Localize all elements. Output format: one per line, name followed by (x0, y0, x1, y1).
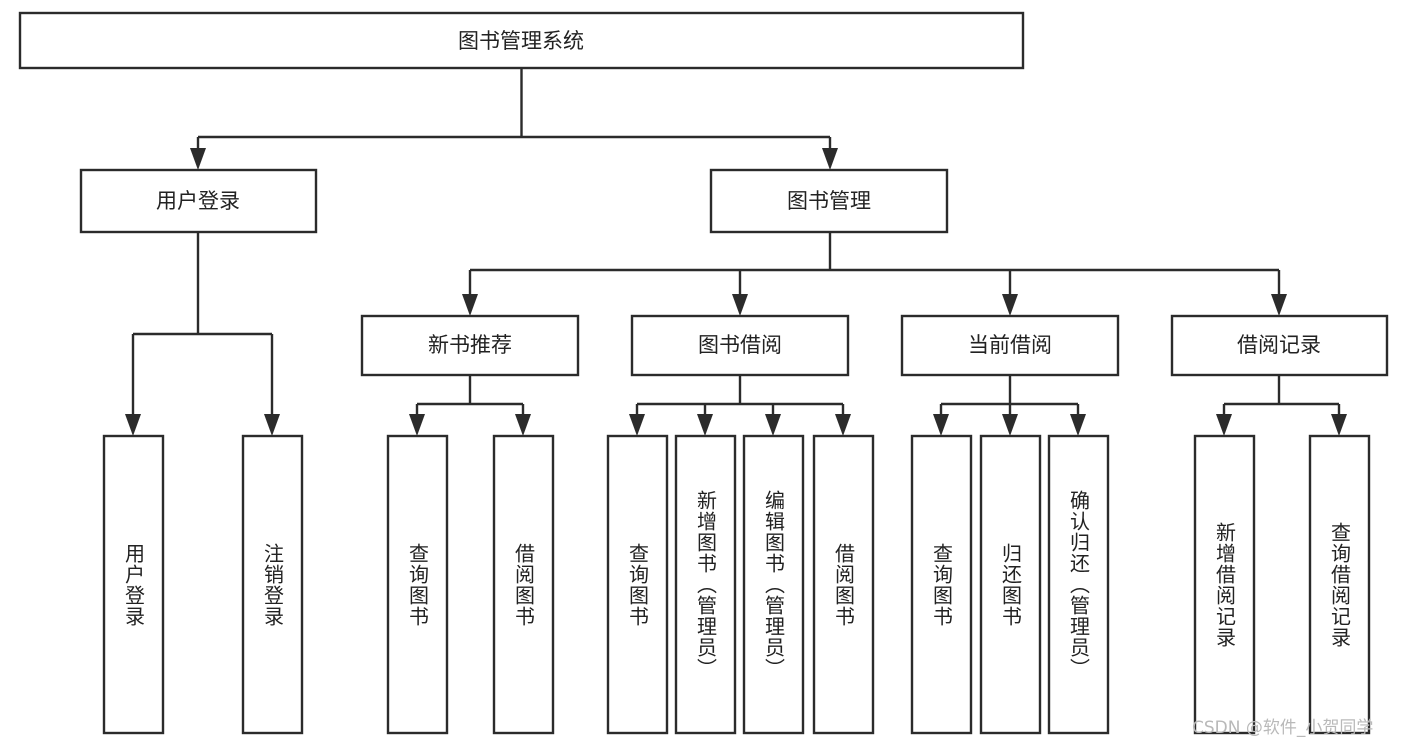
node-leaf-4-box[interactable] (606, 434, 669, 735)
arrow-newbook (462, 294, 478, 316)
arrow-leaf-9 (933, 414, 949, 436)
connectors-current-leaves (933, 375, 1086, 436)
arrow-leaf-4 (515, 414, 531, 436)
connectors-userlogin-leaves (125, 232, 280, 436)
node-leaf-7-box[interactable] (812, 434, 875, 735)
node-level3-0-box[interactable] (360, 314, 580, 377)
arrow-records (1271, 294, 1287, 316)
arrow-leaf-7 (765, 414, 781, 436)
node-level3-2-box[interactable] (900, 314, 1120, 377)
node-level3-1-label: 图书借阅 (698, 333, 782, 357)
node-leaf-6-box[interactable] (742, 434, 805, 735)
node-leaf-11-box[interactable] (1193, 434, 1256, 735)
arrow-leaf-10 (1002, 414, 1018, 436)
connectors-records-leaves (1216, 375, 1347, 436)
node-leaf-5-box[interactable] (674, 434, 737, 735)
node-root-label: 图书管理系统 (458, 29, 584, 53)
node-level3-3-label: 借阅记录 (1237, 333, 1321, 357)
node-level3-3-box[interactable] (1170, 314, 1389, 377)
connectors-level2-to-level3 (462, 232, 1287, 316)
node-leaf-1-box[interactable] (241, 434, 304, 735)
arrow-borrow (732, 294, 748, 316)
arrow-leaf-8 (835, 414, 851, 436)
node-level3-1-box[interactable] (630, 314, 850, 377)
node-level3-0-label: 新书推荐 (428, 333, 512, 357)
node-leaf-9-box[interactable] (979, 434, 1042, 735)
node-leaf-8-box[interactable] (910, 434, 973, 735)
connectors-newbook-leaves (409, 375, 531, 436)
node-level2-0-label: 用户登录 (156, 189, 240, 213)
node-level2-0-box[interactable] (79, 168, 318, 234)
arrow-leaf-12 (1216, 414, 1232, 436)
arrow-leaf-2 (264, 414, 280, 436)
arrow-leaf-11 (1070, 414, 1086, 436)
arrow-leaf-13 (1331, 414, 1347, 436)
node-leaf-10-box[interactable] (1047, 434, 1110, 735)
arrow-user-login (190, 148, 206, 170)
node-root-box[interactable] (18, 11, 1025, 70)
node-level2-1-label: 图书管理 (787, 189, 871, 213)
arrow-leaf-1 (125, 414, 141, 436)
node-leaf-2-box[interactable] (386, 434, 449, 735)
arrow-leaf-5 (629, 414, 645, 436)
arrow-leaf-3 (409, 414, 425, 436)
arrow-book-mgmt (822, 148, 838, 170)
arrow-leaf-6 (697, 414, 713, 436)
watermark: CSDN @软件_小贺同学 (1192, 718, 1374, 738)
node-leaf-3-box[interactable] (492, 434, 555, 735)
connectors-root-to-level2 (190, 68, 838, 170)
node-level3-2-label: 当前借阅 (968, 333, 1052, 357)
arrow-current (1002, 294, 1018, 316)
node-level2-1-box[interactable] (709, 168, 949, 234)
node-leaf-12-box[interactable] (1308, 434, 1371, 735)
node-leaf-0-box[interactable] (102, 434, 165, 735)
connectors-borrow-leaves (629, 375, 851, 436)
